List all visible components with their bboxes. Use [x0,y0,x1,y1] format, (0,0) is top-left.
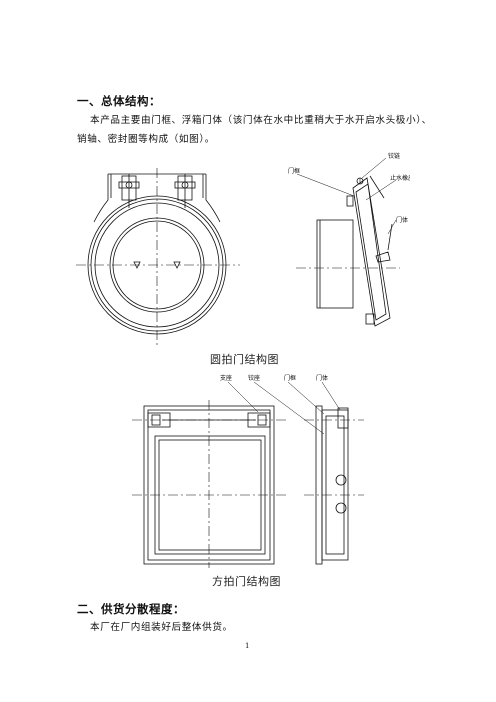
label-hinge-square: 铰座 [248,374,260,382]
section-2-heading: 二、供货分散程度： [77,602,185,616]
paragraph-line-1: 本产品主要由门框、浮箱门体（该门体在水中比重稍大于水开启水头极小）、 [90,115,432,126]
figure-2-caption: 方拍门结构图 [212,575,281,588]
label-support-square: 支座 [220,374,232,382]
round-flap-gate-drawing: 门框 铰链 止水橡皮 门体 [76,152,410,348]
figure-1-caption: 圆拍门结构图 [210,353,279,366]
section-1-paragraph: 本产品主要由门框、浮箱门体（该门体在水中比重稍大于水开启水头极小）、 销轴、密封… [77,111,470,149]
section-1-heading: 一、总体结构： [77,94,161,108]
label-seal-round: 止水橡皮 [390,174,410,182]
paragraph-line-2: 销轴、密封圈等构成（如图）。 [77,134,215,145]
label-frame-round: 门框 [288,167,300,175]
label-hinge-round: 铰链 [388,152,400,160]
label-leaf-square: 门体 [316,374,328,382]
square-flap-gate-drawing: 支座 铰座 门框 门体 [132,374,364,568]
label-leaf-round: 门体 [396,216,408,224]
page-number: 1 [245,642,250,650]
label-frame-square: 门框 [284,374,296,382]
section-2-paragraph: 本厂在厂内组装好后整体供货。 [90,622,233,633]
